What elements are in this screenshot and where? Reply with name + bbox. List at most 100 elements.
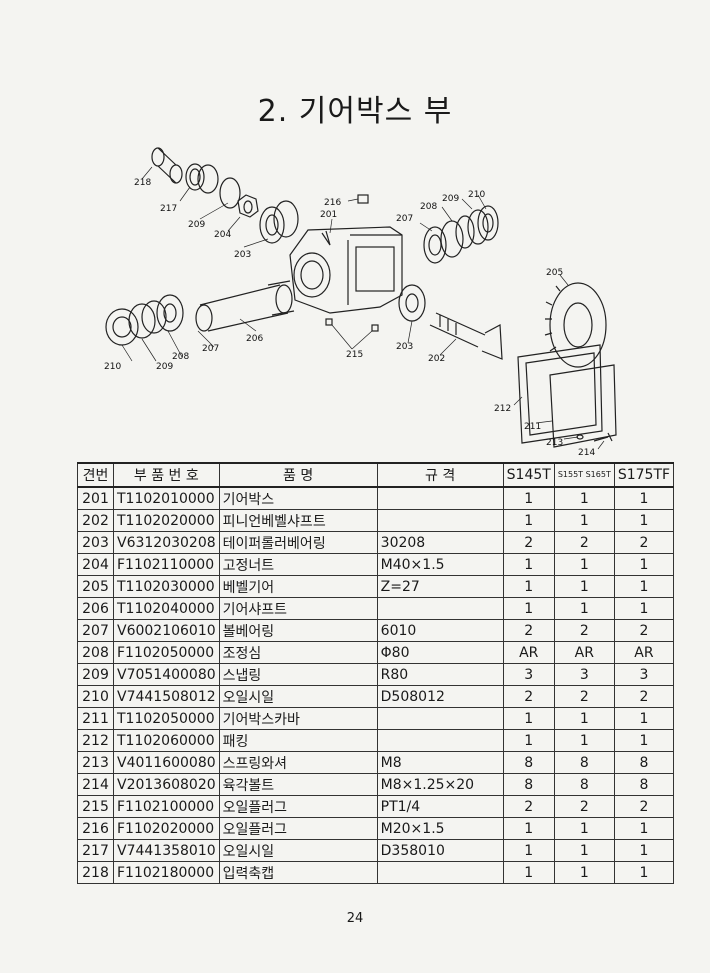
row-qty-s145t: 2 — [502, 531, 555, 554]
row-qty-s145t: 2 — [502, 685, 555, 708]
row-qty-s155t-s165t: 2 — [553, 531, 615, 554]
row-spec: PT1/4 — [376, 795, 504, 818]
row-spec: M8×1.25×20 — [376, 773, 504, 796]
row-number: 204 — [77, 553, 114, 576]
row-part-name: 테이퍼롤러베어링 — [218, 531, 378, 554]
oil-seal-drawing — [185, 163, 219, 194]
row-qty-s155t-s165t: 1 — [553, 707, 615, 730]
row-number: 210 — [77, 685, 114, 708]
callout-label: 212 — [494, 404, 511, 414]
lower-taper-bearing-drawing — [398, 284, 426, 322]
row-qty-s175tf: 2 — [613, 685, 675, 708]
row-qty-s145t: 1 — [502, 509, 555, 532]
row-part-number: T1102010000 — [113, 486, 220, 510]
row-qty-s175tf: 1 — [613, 486, 675, 510]
table-header-row: 견번 부 품 번 호 품 명 규 격 S145T S155T S165T S17… — [77, 462, 675, 488]
row-qty-s175tf: 1 — [613, 839, 675, 862]
callout-label: 203 — [234, 250, 251, 260]
row-qty-s145t: 8 — [502, 751, 555, 774]
row-qty-s175tf: 8 — [613, 751, 675, 774]
row-spec — [376, 597, 504, 620]
column-header-no: 견번 — [77, 462, 114, 488]
row-part-number: V4011600080 — [113, 751, 220, 774]
column-header-s175tf: S175TF — [613, 462, 675, 488]
oil-plug-drawing — [357, 194, 369, 204]
row-part-number: T1102050000 — [113, 707, 220, 730]
row-part-name: 오일플러그 — [218, 795, 378, 818]
row-qty-s145t: 1 — [502, 839, 555, 862]
row-qty-s155t-s165t: AR — [553, 641, 615, 664]
callout-label: 209 — [442, 194, 459, 204]
page-title: 2. 기어박스 부 — [257, 94, 453, 129]
row-qty-s175tf: 1 — [613, 575, 675, 598]
callout-label: 213 — [546, 438, 563, 448]
row-number: 207 — [77, 619, 114, 642]
row-part-number: V7051400080 — [113, 663, 220, 686]
row-qty-s175tf: 1 — [613, 861, 675, 884]
row-qty-s175tf: 1 — [613, 553, 675, 576]
row-qty-s155t-s165t: 1 — [553, 861, 615, 884]
row-qty-s155t-s165t: 1 — [553, 839, 615, 862]
gearbox-housing-drawing — [289, 226, 403, 314]
row-part-name: 패킹 — [218, 729, 378, 752]
row-part-number: V7441358010 — [113, 839, 220, 862]
row-number: 216 — [77, 817, 114, 840]
gear-shaft-drawing — [195, 280, 295, 332]
row-qty-s155t-s165t: 1 — [553, 817, 615, 840]
row-number: 218 — [77, 861, 114, 884]
row-spec — [376, 729, 504, 752]
row-number: 206 — [77, 597, 114, 620]
row-spec: 30208 — [376, 531, 504, 554]
row-part-name: 기어박스 — [218, 486, 378, 510]
row-qty-s155t-s165t: 1 — [553, 575, 615, 598]
column-header-s155t-s165t: S155T S165T — [553, 462, 615, 488]
row-number: 202 — [77, 509, 114, 532]
row-qty-s145t: 1 — [502, 817, 555, 840]
row-qty-s175tf: 1 — [613, 597, 675, 620]
row-part-number: V6002106010 — [113, 619, 220, 642]
row-part-name: 스냅링 — [218, 663, 378, 686]
row-number: 205 — [77, 575, 114, 598]
column-header-name: 품 명 — [218, 462, 378, 488]
row-part-name: 입력축캡 — [218, 861, 378, 884]
row-spec: 6010 — [376, 619, 504, 642]
bevel-gear-drawing — [544, 282, 607, 368]
row-qty-s175tf: AR — [613, 641, 675, 664]
callout-label: 202 — [428, 354, 445, 364]
snap-ring-drawing — [219, 177, 241, 209]
row-qty-s155t-s165t: 2 — [553, 685, 615, 708]
row-number: 201 — [77, 486, 114, 510]
callout-label: 211 — [524, 422, 541, 432]
taper-bearing-drawing — [259, 200, 299, 244]
callout-label: 214 — [578, 448, 595, 455]
callout-label: 206 — [246, 334, 263, 344]
row-part-number: V7441508012 — [113, 685, 220, 708]
callout-label: 207 — [202, 344, 219, 354]
row-qty-s175tf: 3 — [613, 663, 675, 686]
row-part-name: 베벨기어 — [218, 575, 378, 598]
row-number: 211 — [77, 707, 114, 730]
callout-label: 208 — [420, 202, 437, 212]
row-qty-s175tf: 2 — [613, 619, 675, 642]
row-qty-s145t: 8 — [502, 773, 555, 796]
column-header-s145t: S145T — [502, 462, 555, 488]
row-qty-s175tf: 2 — [613, 795, 675, 818]
row-part-name: 오일시일 — [218, 839, 378, 862]
callout-label: 205 — [546, 268, 563, 278]
row-spec: D508012 — [376, 685, 504, 708]
row-part-name: 고정너트 — [218, 553, 378, 576]
row-part-number: F1102050000 — [113, 641, 220, 664]
row-part-number: T1102020000 — [113, 509, 220, 532]
callout-label: 201 — [320, 210, 337, 220]
callout-label: 207 — [396, 214, 413, 224]
row-number: 203 — [77, 531, 114, 554]
